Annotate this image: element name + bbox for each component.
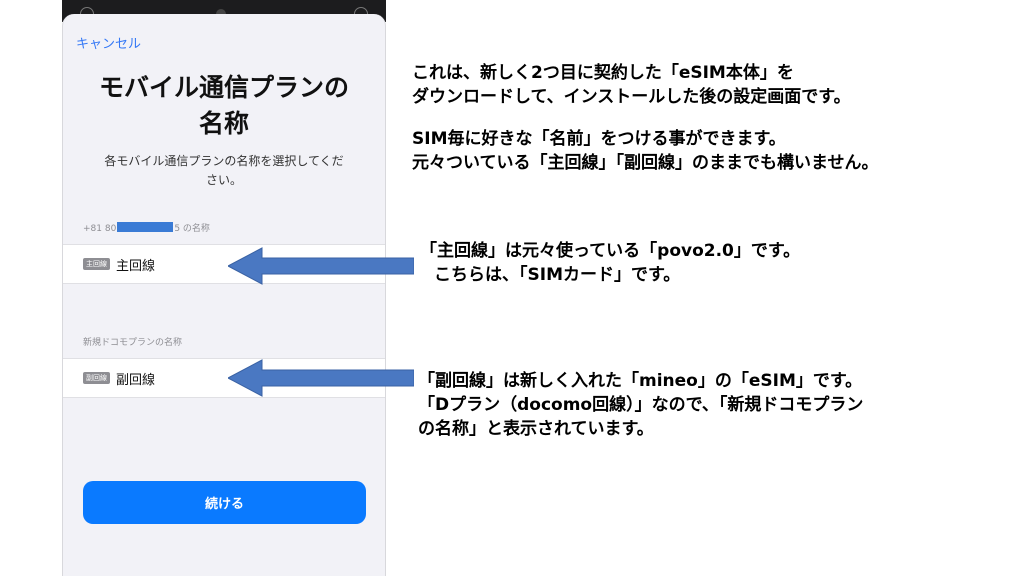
main-line-note: 「主回線」は元々使っている「povo2.0」です。 こちらは、「SIMカード」で… (420, 241, 801, 285)
section-label-line2: 新規ドコモプランの名称 (83, 338, 183, 348)
line-tag-badge: 主回線 (83, 258, 110, 270)
line-tag-badge: 副回線 (83, 372, 110, 384)
redacted-number (117, 222, 174, 232)
page-subtitle: 各モバイル通信プランの名称を選択してくだ さい。 (104, 154, 344, 187)
plan-row-main[interactable]: 主回線 主回線 (63, 244, 385, 284)
arrow-left-icon (228, 247, 414, 285)
plan-name-sheet: キャンセル モバイル通信プランの 名称 各モバイル通信プランの名称を選択してくだ… (62, 14, 386, 576)
plan-name-label: 副回線 (116, 372, 156, 388)
plan-name-label: 主回線 (116, 258, 156, 274)
arrow-left-icon (228, 359, 414, 397)
intro-note: これは、新しく2つ目に契約した「eSIM本体」を ダウンロードして、インストール… (412, 63, 879, 173)
sub-line-note: 「副回線」は新しく入れた「mineo」の「eSIM」です。 「Dプラン（doco… (418, 371, 864, 439)
page-title: モバイル通信プランの 名称 (98, 73, 349, 138)
cancel-button[interactable]: キャンセル (76, 37, 142, 52)
continue-button[interactable]: 続ける (83, 481, 366, 524)
